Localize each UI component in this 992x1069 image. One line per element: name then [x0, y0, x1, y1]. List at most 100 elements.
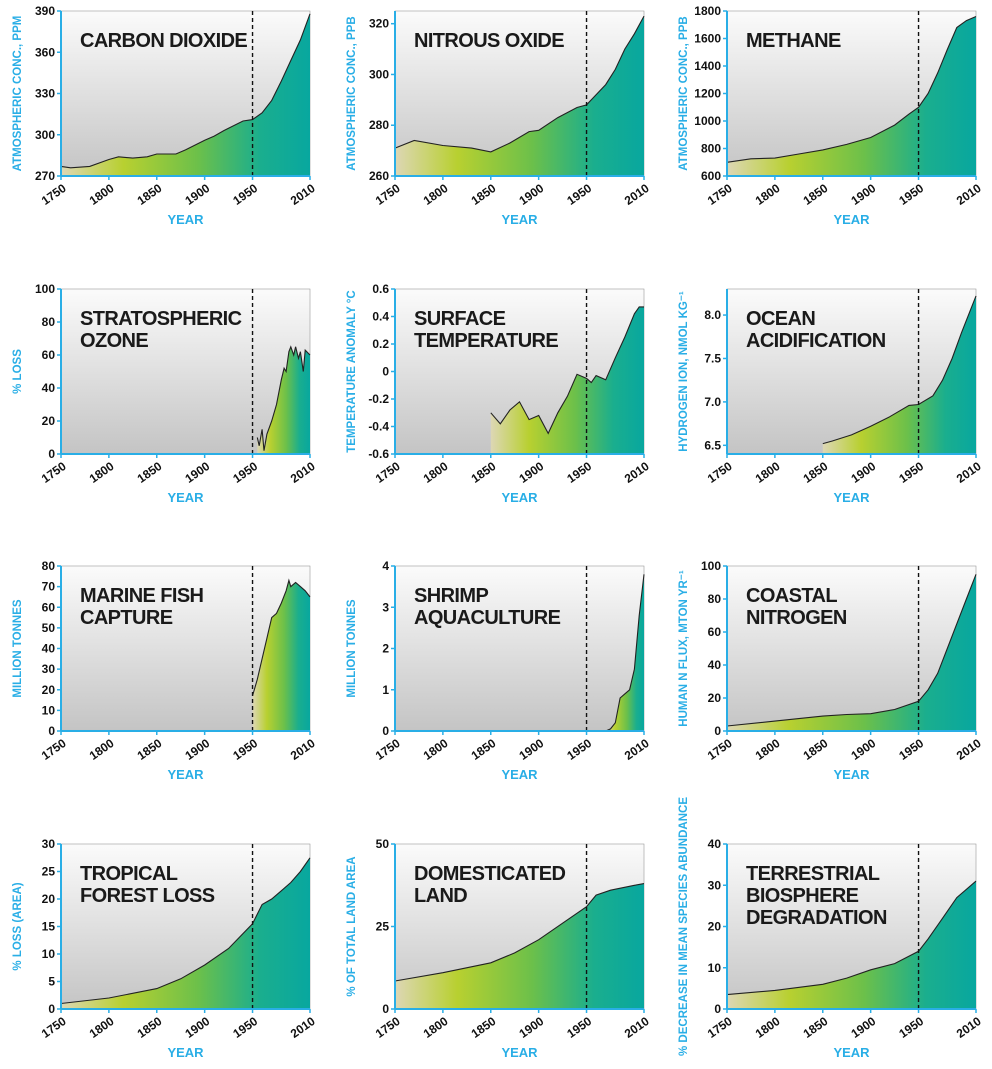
- x-tick-label: 1850: [801, 736, 831, 763]
- x-tick-label: 1800: [87, 736, 117, 763]
- y-tick-label: 70: [42, 580, 56, 594]
- chart-title: NITROUS OXIDE: [414, 30, 564, 52]
- x-tick-label: 1900: [182, 736, 212, 763]
- y-tick-label: 0: [48, 724, 55, 738]
- y-tick-label: 25: [42, 865, 56, 879]
- x-tick-label: 2010: [954, 459, 984, 486]
- x-tick-label: 1800: [753, 736, 783, 763]
- x-tick-label: 1850: [801, 1014, 831, 1041]
- x-tick-label: 1850: [469, 459, 499, 486]
- y-axis-label: % DECREASE IN MEAN SPECIES ABUNDANCE: [678, 797, 690, 1056]
- y-tick-label: 5: [48, 975, 55, 989]
- chart-title: TEMPERATURE: [414, 330, 558, 352]
- chart-title: CAPTURE: [80, 607, 173, 629]
- x-tick-label: 1750: [705, 736, 735, 763]
- x-tick-label: 1950: [230, 1014, 260, 1041]
- x-tick-label: 1850: [135, 459, 165, 486]
- y-tick-label: 300: [35, 128, 55, 142]
- x-tick-label: 2010: [622, 459, 652, 486]
- y-tick-label: 2: [382, 642, 389, 656]
- chart-title: STRATOSPHERIC: [80, 308, 242, 330]
- y-tick-label: 3: [382, 600, 389, 614]
- y-tick-label: 300: [369, 67, 389, 81]
- y-tick-label: 330: [35, 87, 55, 101]
- x-axis-label: YEAR: [833, 490, 870, 505]
- y-axis-label: HYDROGEN ION, NMOL KG⁻¹: [678, 291, 690, 452]
- x-tick-label: 1850: [801, 181, 831, 208]
- y-tick-label: 1: [382, 683, 389, 697]
- x-tick-label: 1950: [896, 1014, 926, 1041]
- x-tick-label: 1900: [516, 459, 546, 486]
- y-tick-label: 270: [35, 169, 55, 183]
- x-axis-label: YEAR: [167, 212, 204, 227]
- y-tick-label: 1600: [694, 32, 721, 46]
- x-axis-label: YEAR: [167, 1045, 204, 1060]
- y-tick-label: 1000: [694, 114, 721, 128]
- chart-title: OCEAN: [746, 308, 815, 330]
- x-tick-label: 2010: [288, 459, 318, 486]
- x-axis-label: YEAR: [501, 1045, 538, 1060]
- x-tick-label: 1950: [230, 181, 260, 208]
- chart-title: ACIDIFICATION: [746, 330, 886, 352]
- x-tick-label: 1950: [896, 736, 926, 763]
- y-tick-label: 0.6: [372, 282, 389, 296]
- y-axis-label: HUMAN N FLUX, MTON YR⁻¹: [678, 570, 690, 727]
- chart-title: FOREST LOSS: [80, 885, 215, 907]
- x-tick-label: 1900: [516, 736, 546, 763]
- y-axis-label: ATMOSPHERIC CONC., PPB: [678, 16, 690, 170]
- x-tick-label: 2010: [622, 1014, 652, 1041]
- y-tick-label: 20: [42, 683, 56, 697]
- chart-title: TROPICAL: [80, 863, 178, 885]
- x-tick-label: 1750: [705, 459, 735, 486]
- x-tick-label: 1900: [182, 459, 212, 486]
- chart-title: METHANE: [746, 30, 841, 52]
- y-axis-label: MILLION TONNES: [346, 599, 358, 698]
- x-tick-label: 2010: [954, 736, 984, 763]
- y-tick-label: 390: [35, 4, 55, 18]
- y-tick-label: 40: [42, 381, 56, 395]
- chart-title: COASTAL: [746, 585, 837, 607]
- chart-title: TERRESTRIAL: [746, 863, 880, 885]
- y-tick-label: 50: [376, 837, 390, 851]
- chart-title: LAND: [414, 885, 467, 907]
- x-tick-label: 1800: [87, 1014, 117, 1041]
- x-axis-label: YEAR: [501, 767, 538, 782]
- x-tick-label: 1900: [848, 736, 878, 763]
- y-tick-label: 0: [714, 1002, 721, 1016]
- x-tick-label: 1950: [564, 459, 594, 486]
- x-tick-label: 1950: [564, 736, 594, 763]
- chart-title: NITROGEN: [746, 607, 847, 629]
- y-tick-label: 60: [708, 625, 722, 639]
- x-axis-label: YEAR: [167, 767, 204, 782]
- chart-title: AQUACULTURE: [414, 607, 561, 629]
- x-tick-label: 1900: [848, 181, 878, 208]
- y-tick-label: 7.5: [704, 351, 721, 365]
- y-tick-label: 1400: [694, 59, 721, 73]
- y-tick-label: 40: [708, 837, 722, 851]
- y-tick-label: 80: [42, 559, 56, 573]
- y-tick-label: 20: [42, 414, 56, 428]
- y-tick-label: 10: [42, 703, 56, 717]
- y-tick-label: 15: [42, 920, 56, 934]
- x-axis-label: YEAR: [501, 490, 538, 505]
- y-tick-label: 80: [708, 592, 722, 606]
- x-tick-label: 1900: [516, 181, 546, 208]
- y-tick-label: 80: [42, 315, 56, 329]
- y-tick-label: 0: [382, 365, 389, 379]
- y-tick-label: 50: [42, 621, 56, 635]
- y-tick-label: 10: [708, 961, 722, 975]
- x-tick-label: 1800: [87, 459, 117, 486]
- x-tick-label: 1800: [87, 181, 117, 208]
- chart-title: CARBON DIOXIDE: [80, 30, 247, 52]
- x-tick-label: 1750: [39, 181, 69, 208]
- y-axis-label: ATMOSPHERIC CONC., PPM: [12, 16, 24, 172]
- chart-title: DEGRADATION: [746, 907, 887, 929]
